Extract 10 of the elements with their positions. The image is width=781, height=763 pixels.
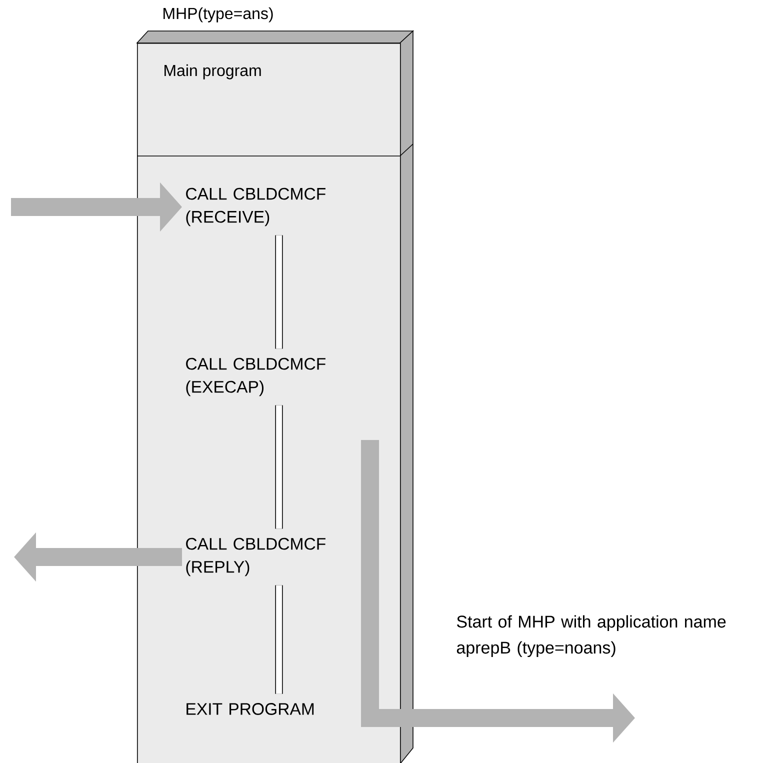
connector-bar [275,585,283,694]
statement-text: CALL CBLDCMCF (RECEIVE) [186,188,326,226]
edge-label: Start of MHP with application name aprepB (type=noans) [456,615,726,658]
connector-bar [275,405,283,529]
statement-text: CALL CBLDCMCF (REPLY) [186,538,326,576]
statement-text: EXIT PROGRAM [186,703,314,715]
box-title: MHP(type=ans) [164,7,273,22]
statement-text: CALL CBLDCMCF (EXECAP) [186,358,326,396]
section-heading: Main program [164,64,261,80]
connector-bar [275,235,283,349]
